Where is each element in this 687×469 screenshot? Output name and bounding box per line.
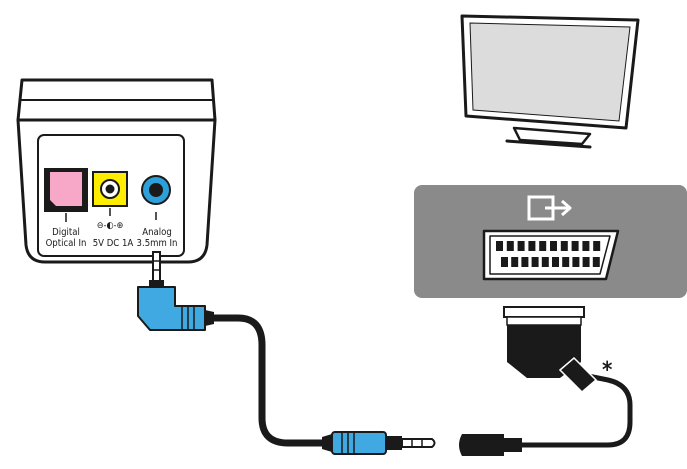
analog-port-label: 3.5mm In bbox=[137, 238, 178, 249]
scart-pin bbox=[521, 257, 529, 267]
power-polarity-symbol: ⊖-◐-⊕ bbox=[97, 221, 124, 231]
output-arrow-icon bbox=[527, 195, 572, 221]
scart-pin bbox=[517, 241, 525, 251]
power-port-label: 5V DC 1A bbox=[93, 238, 134, 249]
tv-screen bbox=[469, 22, 631, 122]
scart-pin bbox=[582, 257, 590, 267]
scart-pin bbox=[541, 257, 549, 267]
optical-port[interactable] bbox=[44, 168, 88, 222]
scart-adapter-socket bbox=[459, 434, 522, 456]
scart-pin bbox=[550, 241, 557, 251]
scart-pin bbox=[593, 241, 601, 251]
audio-jack-plug-straight bbox=[322, 431, 436, 455]
analog-port[interactable] bbox=[141, 175, 171, 220]
scart-pin bbox=[582, 241, 590, 251]
scart-pin bbox=[571, 241, 579, 251]
scart-pin bbox=[496, 241, 503, 251]
scart-pin bbox=[572, 257, 580, 267]
television bbox=[460, 14, 640, 149]
analog-port-label: Analog bbox=[142, 227, 172, 238]
optical-port-label: Digital bbox=[52, 227, 80, 238]
tv-stand bbox=[512, 126, 592, 146]
audio-jack-plug-angled bbox=[137, 251, 214, 331]
scart-pin bbox=[511, 257, 519, 267]
scart-pin bbox=[531, 257, 539, 267]
power-port[interactable] bbox=[92, 171, 128, 216]
scart-pin bbox=[552, 257, 559, 267]
scart-socket-pins bbox=[496, 241, 601, 267]
optical-port-label: Optical In bbox=[46, 238, 87, 249]
scart-pin bbox=[506, 241, 514, 251]
receiver-device: Digital Optical In ⊖-◐-⊕ 5V DC 1A Analog… bbox=[16, 78, 217, 264]
scart-pin bbox=[592, 257, 600, 267]
scart-panel bbox=[414, 185, 687, 298]
scart-pin bbox=[528, 241, 536, 251]
audio-cable bbox=[210, 314, 334, 447]
footnote-asterisk: * bbox=[602, 358, 612, 383]
scart-adapter-cable bbox=[519, 373, 633, 448]
scart-pin bbox=[562, 257, 570, 267]
scart-socket[interactable] bbox=[482, 229, 620, 281]
scart-plug bbox=[503, 306, 598, 394]
scart-pin bbox=[501, 257, 508, 267]
scart-pin bbox=[539, 241, 547, 251]
scart-pin bbox=[560, 241, 568, 251]
